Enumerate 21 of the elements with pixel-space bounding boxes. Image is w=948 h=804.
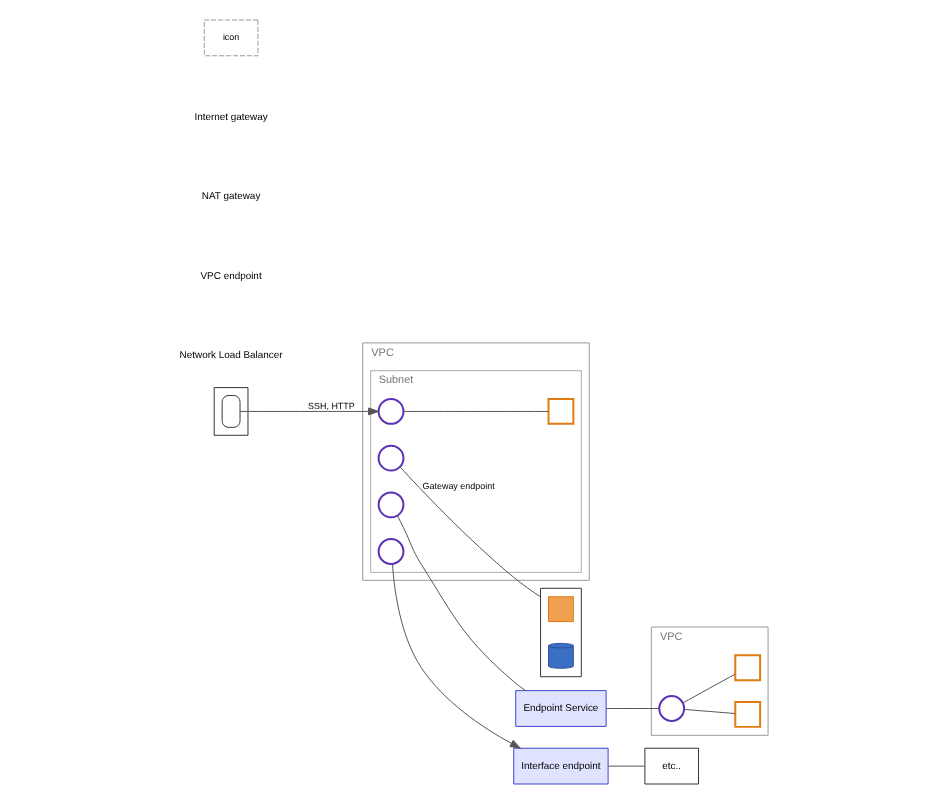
node-box <box>548 596 574 623</box>
node-box <box>734 654 762 682</box>
connector <box>396 515 527 692</box>
node-circle <box>377 538 405 565</box>
connector <box>605 708 660 709</box>
node-circle <box>377 444 405 472</box>
connector <box>607 765 646 767</box>
cluster <box>540 587 582 678</box>
arrow <box>392 563 521 749</box>
node-box <box>547 398 575 425</box>
node-circle <box>377 491 405 519</box>
arrow <box>239 407 380 416</box>
cluster <box>213 387 249 436</box>
connector <box>683 708 736 714</box>
node-person <box>221 395 241 428</box>
connector <box>682 673 736 704</box>
node-circle <box>377 398 405 425</box>
node-circle <box>658 695 686 722</box>
connector <box>403 410 549 412</box>
connector <box>399 466 542 598</box>
node-box <box>734 701 762 728</box>
